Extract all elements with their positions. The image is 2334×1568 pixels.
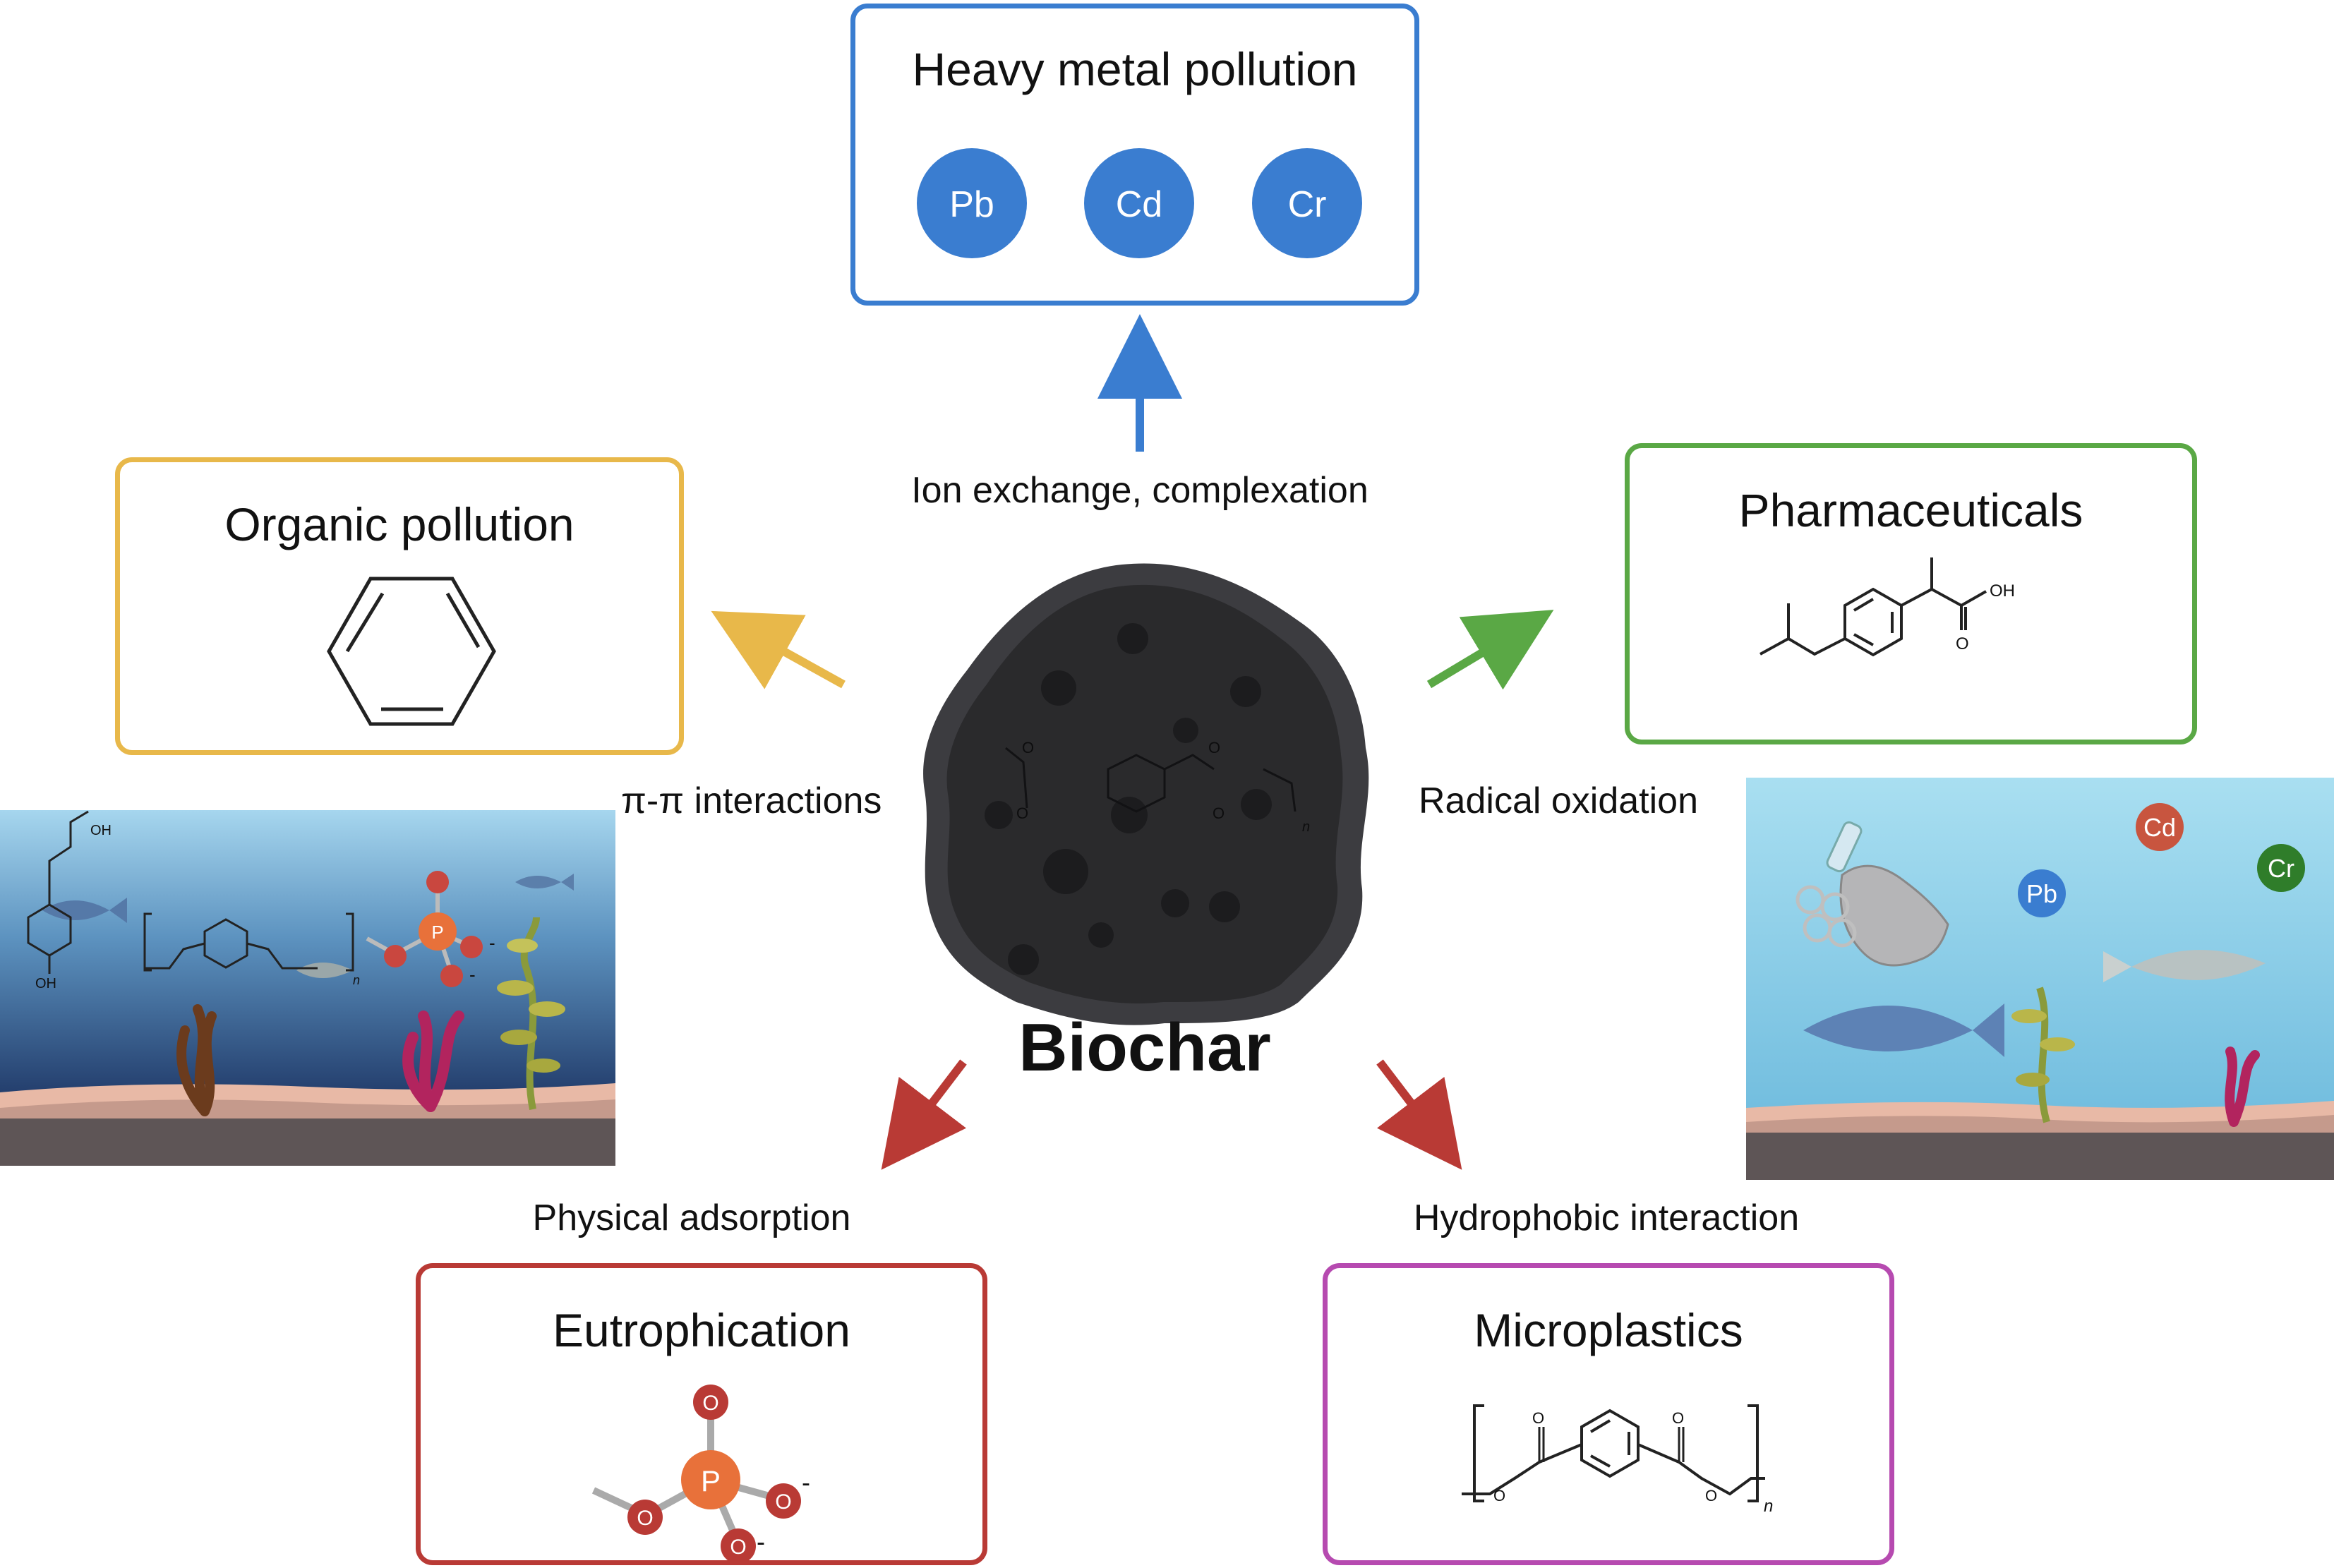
pet-n-label: n	[1764, 1497, 1773, 1516]
heavy-metal-title: Heavy metal pollution	[912, 43, 1358, 95]
arrow-to-organic	[711, 610, 846, 689]
eutro-o-right: O	[775, 1490, 791, 1514]
eutro-o-left: O	[637, 1507, 653, 1530]
ion-cd: Cd	[1116, 184, 1162, 225]
left-water-scene: OH OH n P - -	[0, 810, 615, 1166]
eutro-minus-1: -	[802, 1468, 810, 1497]
left-scene-oh-top: OH	[90, 823, 112, 838]
pharmaceuticals-box: Pharmaceuticals OH O	[1625, 443, 2197, 744]
pharmaceuticals-title: Pharmaceuticals	[1738, 484, 2083, 536]
biochar-o-label-4: O	[1213, 804, 1225, 822]
pet-o-label-2: O	[1672, 1409, 1684, 1427]
biochar-o-label-1: O	[1022, 739, 1034, 756]
pet-structure: O O O O n	[1462, 1404, 1773, 1516]
arrow-to-pharma	[1426, 610, 1554, 690]
eutrophication-title: Eutrophication	[553, 1304, 850, 1356]
pharma-oh-label: OH	[1990, 581, 2015, 601]
ion-pb: Pb	[949, 184, 994, 225]
mechanism-hydrophobic: Hydrophobic interaction	[1413, 1198, 1800, 1238]
right-scene-ion-cd: Cd	[2143, 813, 2176, 842]
eutro-p-label: P	[701, 1464, 721, 1497]
benzene-structure	[327, 577, 496, 726]
mechanism-ion-exchange: Ion exchange, complexation	[911, 470, 1368, 511]
arrow-to-eutrophication	[881, 1059, 967, 1170]
pet-o-label-4: O	[1705, 1487, 1717, 1504]
right-water-scene: Cd Pb Cr	[1746, 778, 2334, 1180]
left-scene-oh-bottom: OH	[35, 976, 56, 991]
mechanism-pi-pi: π-π interactions	[621, 780, 882, 821]
mechanism-physical-adsorption: Physical adsorption	[532, 1198, 851, 1238]
eutro-o-bottom: O	[730, 1536, 746, 1559]
left-scene-p-label: P	[431, 922, 443, 943]
pet-o-label-3: O	[1493, 1487, 1505, 1504]
biochar-o-label-3: O	[1208, 739, 1220, 756]
microplastics-box: Microplastics O O O O n	[1323, 1263, 1894, 1565]
heavy-metal-ions: Pb Cd Cr	[917, 148, 1362, 258]
pharma-o-label: O	[1956, 634, 1969, 653]
right-scene-ion-cr: Cr	[2268, 854, 2294, 883]
left-scene-minus-2: -	[469, 964, 476, 985]
biochar-title: Biochar	[1018, 1010, 1271, 1085]
biochar-n-label: n	[1302, 819, 1310, 835]
organic-pollution-title: Organic pollution	[224, 498, 575, 550]
ion-cr: Cr	[1288, 184, 1327, 225]
left-scene-n-label: n	[353, 973, 360, 987]
mechanism-radical-oxidation: Radical oxidation	[1419, 780, 1699, 821]
microplastics-title: Microplastics	[1474, 1304, 1743, 1356]
eutrophication-box: Eutrophication P O O O O - -	[416, 1263, 987, 1565]
pet-o-label-1: O	[1532, 1409, 1544, 1427]
right-scene-ion-pb: Pb	[2026, 879, 2057, 908]
heavy-metal-box: Heavy metal pollution Pb Cd Cr	[850, 4, 1419, 306]
arrows	[711, 314, 1554, 1170]
left-scene-minus-1: -	[489, 932, 495, 953]
arrow-to-microplastics	[1376, 1059, 1462, 1170]
biochar-particle: O O O O n	[923, 563, 1369, 1025]
biochar-o-label-2: O	[1016, 804, 1028, 822]
organic-pollution-box: Organic pollution	[115, 457, 684, 755]
ibuprofen-structure: OH O	[1759, 557, 2015, 657]
eutro-o-top: O	[702, 1392, 718, 1415]
phosphate-structure: P O O O O - -	[591, 1385, 810, 1560]
eutro-minus-2: -	[757, 1527, 765, 1556]
